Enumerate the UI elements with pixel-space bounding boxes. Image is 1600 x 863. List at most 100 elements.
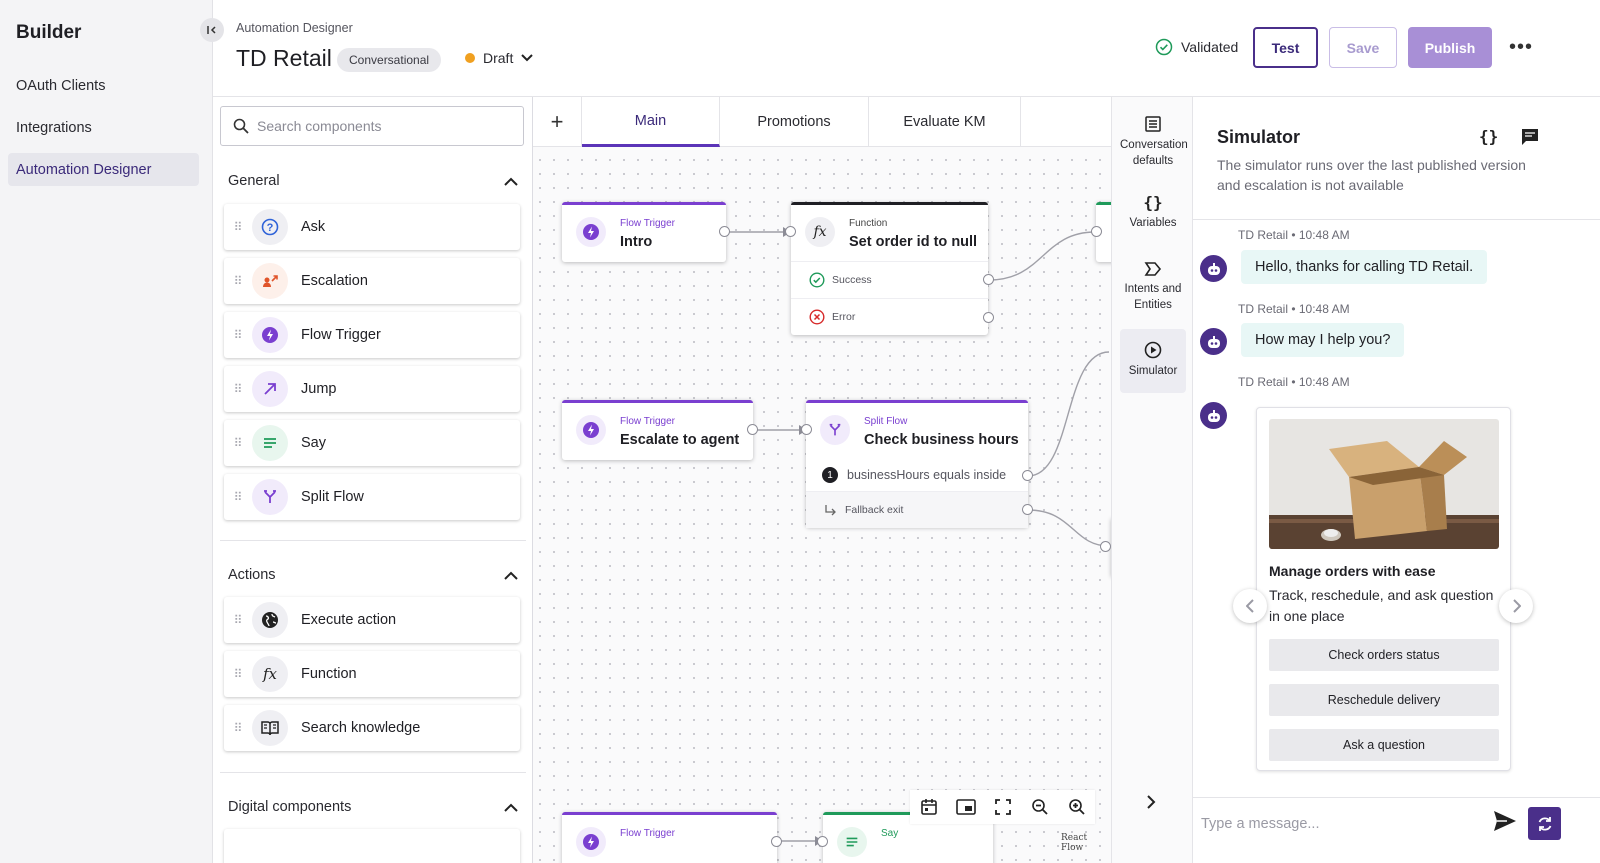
escalation-icon xyxy=(252,263,288,299)
component-split-flow[interactable]: ⠿ Split Flow xyxy=(224,474,520,520)
bot-avatar xyxy=(1200,328,1227,355)
component-label: Escalation xyxy=(301,273,368,289)
node-flow-trigger-bottom[interactable]: Flow Trigger xyxy=(562,812,777,863)
list-icon xyxy=(1120,115,1186,133)
drag-handle-icon[interactable]: ⠿ xyxy=(233,490,243,504)
breadcrumb[interactable]: Automation Designer xyxy=(236,21,353,35)
test-button[interactable]: Test xyxy=(1253,27,1318,68)
ask-a-question-button[interactable]: Ask a question xyxy=(1269,729,1499,761)
component-function[interactable]: ⠿ fx Function xyxy=(224,651,520,697)
node-escalate-to-agent[interactable]: Flow Trigger Escalate to agent xyxy=(562,400,753,460)
node-check-business-hours[interactable]: Split Flow Check business hours 1 busine… xyxy=(806,400,1028,528)
node-input-port[interactable] xyxy=(801,424,812,435)
reset-conversation-button[interactable] xyxy=(1528,807,1561,840)
bolt-icon xyxy=(576,217,606,247)
drag-handle-icon[interactable]: ⠿ xyxy=(233,613,243,627)
component-search-knowledge[interactable]: ⠿ Search knowledge xyxy=(224,705,520,751)
bot-avatar xyxy=(1200,255,1227,282)
node-input-port[interactable] xyxy=(785,226,796,237)
carousel-next-button[interactable] xyxy=(1499,589,1533,623)
add-tab-button[interactable]: + xyxy=(533,97,582,147)
node-set-order-id[interactable]: fx Function Set order id to null Success… xyxy=(791,202,988,335)
bolt-icon xyxy=(576,827,606,857)
search-components-input[interactable]: Search components xyxy=(220,106,524,146)
node-input-port[interactable] xyxy=(1100,541,1111,552)
component-jump[interactable]: ⠿ Jump xyxy=(224,366,520,412)
card-image-box xyxy=(1269,419,1499,549)
carousel-prev-button[interactable] xyxy=(1233,589,1267,623)
rail-variables[interactable]: {} Variables xyxy=(1120,195,1186,231)
braces-icon[interactable]: {} xyxy=(1479,127,1499,146)
page-header: Automation Designer TD Retail Conversati… xyxy=(213,0,1600,97)
bolt-icon xyxy=(576,415,606,445)
fallback-output-port[interactable] xyxy=(1022,504,1033,515)
minimap-icon[interactable] xyxy=(947,790,984,824)
component-flow-trigger[interactable]: ⠿ Flow Trigger xyxy=(224,312,520,358)
zoom-in-icon[interactable] xyxy=(1058,790,1095,824)
rail-label: Conversation defaults xyxy=(1120,139,1188,167)
tab-main[interactable]: Main xyxy=(582,97,720,147)
node-intro[interactable]: Flow Trigger Intro xyxy=(562,202,726,262)
fit-view-icon[interactable] xyxy=(984,790,1021,824)
search-icon xyxy=(233,118,249,134)
component-digital-partial[interactable] xyxy=(224,829,520,863)
section-header-digital-components[interactable]: Digital components xyxy=(228,799,518,815)
collapse-sidebar-button[interactable] xyxy=(200,18,224,42)
save-button[interactable]: Save xyxy=(1329,27,1397,68)
lines-icon xyxy=(252,425,288,461)
drag-handle-icon[interactable]: ⠿ xyxy=(233,667,243,681)
calendar-icon[interactable] xyxy=(910,790,947,824)
expand-chevron-icon[interactable] xyxy=(1146,795,1156,814)
drag-handle-icon[interactable]: ⠿ xyxy=(233,220,243,234)
node-output-port[interactable] xyxy=(719,226,730,237)
component-ask[interactable]: ⠿ ? Ask xyxy=(224,204,520,250)
brand-title: Builder xyxy=(16,22,82,43)
simulator-divider xyxy=(1193,219,1600,220)
chat-icon[interactable] xyxy=(1520,128,1540,146)
tab-promotions[interactable]: Promotions xyxy=(720,97,869,147)
drag-handle-icon[interactable]: ⠿ xyxy=(233,328,243,342)
drag-handle-icon[interactable]: ⠿ xyxy=(233,382,243,396)
success-output-port[interactable] xyxy=(983,274,994,285)
more-options-icon[interactable]: ••• xyxy=(1509,36,1534,58)
status-dropdown[interactable]: Draft xyxy=(465,50,534,66)
rail-conversation-defaults[interactable]: Conversation defaults xyxy=(1120,115,1188,169)
nav-item-oauth-clients[interactable]: OAuth Clients xyxy=(16,77,106,94)
node-type: Flow Trigger xyxy=(620,828,676,839)
drag-handle-icon[interactable]: ⠿ xyxy=(233,274,243,288)
message-composer: Type a message... xyxy=(1193,797,1600,863)
node-input-port[interactable] xyxy=(1091,226,1102,237)
drag-handle-icon[interactable]: ⠿ xyxy=(233,436,243,450)
section-header-general[interactable]: General xyxy=(228,173,518,189)
node-output-port[interactable] xyxy=(771,836,782,847)
reschedule-delivery-button[interactable]: Reschedule delivery xyxy=(1269,684,1499,716)
rail-simulator[interactable]: Simulator xyxy=(1120,329,1186,393)
play-circle-icon xyxy=(1120,341,1186,359)
error-output-port[interactable] xyxy=(983,312,994,323)
message-input[interactable]: Type a message... xyxy=(1201,816,1320,832)
nav-item-automation-designer[interactable]: Automation Designer xyxy=(8,153,199,186)
nav-item-integrations[interactable]: Integrations xyxy=(16,119,92,136)
section-title: Digital components xyxy=(228,799,352,815)
send-icon[interactable] xyxy=(1493,810,1517,837)
drag-handle-icon[interactable]: ⠿ xyxy=(233,721,243,735)
react-flow-attribution[interactable]: React Flow xyxy=(1061,833,1088,853)
error-circle-icon xyxy=(809,309,825,325)
flow-canvas[interactable]: + Main Promotions Evaluate KM Flow Trigg… xyxy=(533,97,1111,863)
node-offscreen-1[interactable] xyxy=(1096,202,1111,262)
component-say[interactable]: ⠿ Say xyxy=(224,420,520,466)
check-orders-status-button[interactable]: Check orders status xyxy=(1269,639,1499,671)
right-rail: Conversation defaults {} Variables Inten… xyxy=(1111,97,1193,863)
zoom-out-icon[interactable] xyxy=(1021,790,1058,824)
rail-intents-entities[interactable]: Intents and Entities xyxy=(1120,261,1186,313)
tab-evaluate-km[interactable]: Evaluate KM xyxy=(869,97,1021,147)
card-text: Track, reschedule, and ask question in o… xyxy=(1269,587,1494,624)
component-escalation[interactable]: ⠿ Escalation xyxy=(224,258,520,304)
section-header-actions[interactable]: Actions xyxy=(228,567,518,583)
component-execute-action[interactable]: ⠿ Execute action xyxy=(224,597,520,643)
node-input-port[interactable] xyxy=(817,836,828,847)
publish-button[interactable]: Publish xyxy=(1408,27,1492,68)
globe-icon xyxy=(252,602,288,638)
node-output-port[interactable] xyxy=(747,424,758,435)
condition-output-port[interactable] xyxy=(1022,470,1033,481)
